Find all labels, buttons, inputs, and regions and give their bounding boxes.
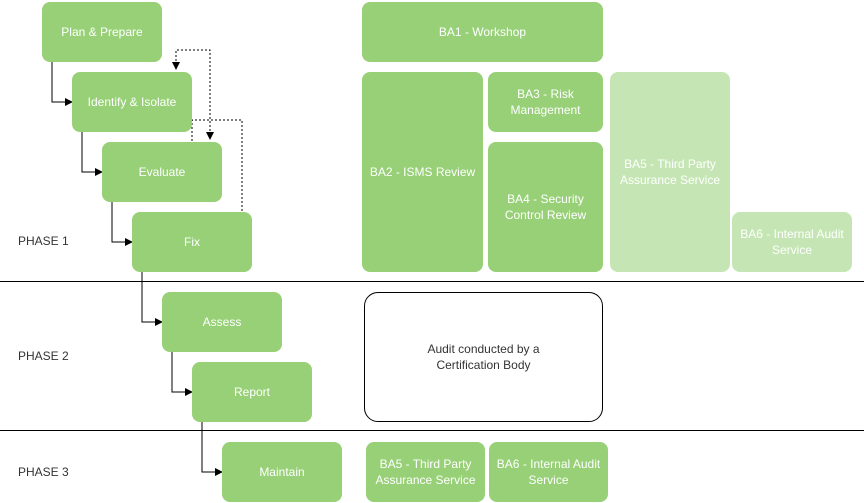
- step-report: Report: [192, 362, 312, 422]
- activity-ba2-isms-review: BA2 - ISMS Review: [362, 72, 483, 272]
- step-fix: Fix: [132, 212, 252, 272]
- step-identify-isolate: Identify & Isolate: [72, 72, 192, 132]
- connector-plan-identify: [51, 62, 73, 106]
- activity-ba3-risk-management: BA3 - Risk Management: [488, 72, 603, 132]
- phase-1-label: PHASE 1: [18, 234, 69, 248]
- activity-ba5-phase3: BA5 - Third Party Assurance Service: [366, 442, 485, 502]
- step-maintain: Maintain: [222, 442, 342, 502]
- audit-certification-body: Audit conducted by a Certification Body: [364, 292, 603, 422]
- phase-divider-2: [0, 430, 864, 431]
- connector-identify-evaluate: [81, 131, 103, 176]
- connector-fix-assess: [141, 271, 163, 326]
- phase-2-label: PHASE 2: [18, 349, 69, 363]
- step-plan-prepare: Plan & Prepare: [42, 2, 162, 62]
- connector-evaluate-fix: [111, 201, 133, 246]
- activity-ba6-phase3: BA6 - Internal Audit Service: [489, 442, 608, 502]
- connector-assess-report: [171, 351, 193, 396]
- feedback-fix-evaluate: [206, 119, 243, 211]
- activity-ba5-third-party-assurance: BA5 - Third Party Assurance Service: [610, 72, 730, 272]
- phase-divider-1: [0, 281, 864, 282]
- activity-ba1-workshop: BA1 - Workshop: [362, 2, 603, 62]
- connector-report-maintain: [201, 421, 223, 476]
- feedback-evaluate-identify: [172, 49, 211, 141]
- step-evaluate: Evaluate: [102, 142, 222, 202]
- activity-ba4-security-control-review: BA4 - Security Control Review: [488, 142, 603, 272]
- phase-3-label: PHASE 3: [18, 465, 69, 479]
- activity-ba6-internal-audit: BA6 - Internal Audit Service: [732, 212, 852, 272]
- step-assess: Assess: [162, 292, 282, 352]
